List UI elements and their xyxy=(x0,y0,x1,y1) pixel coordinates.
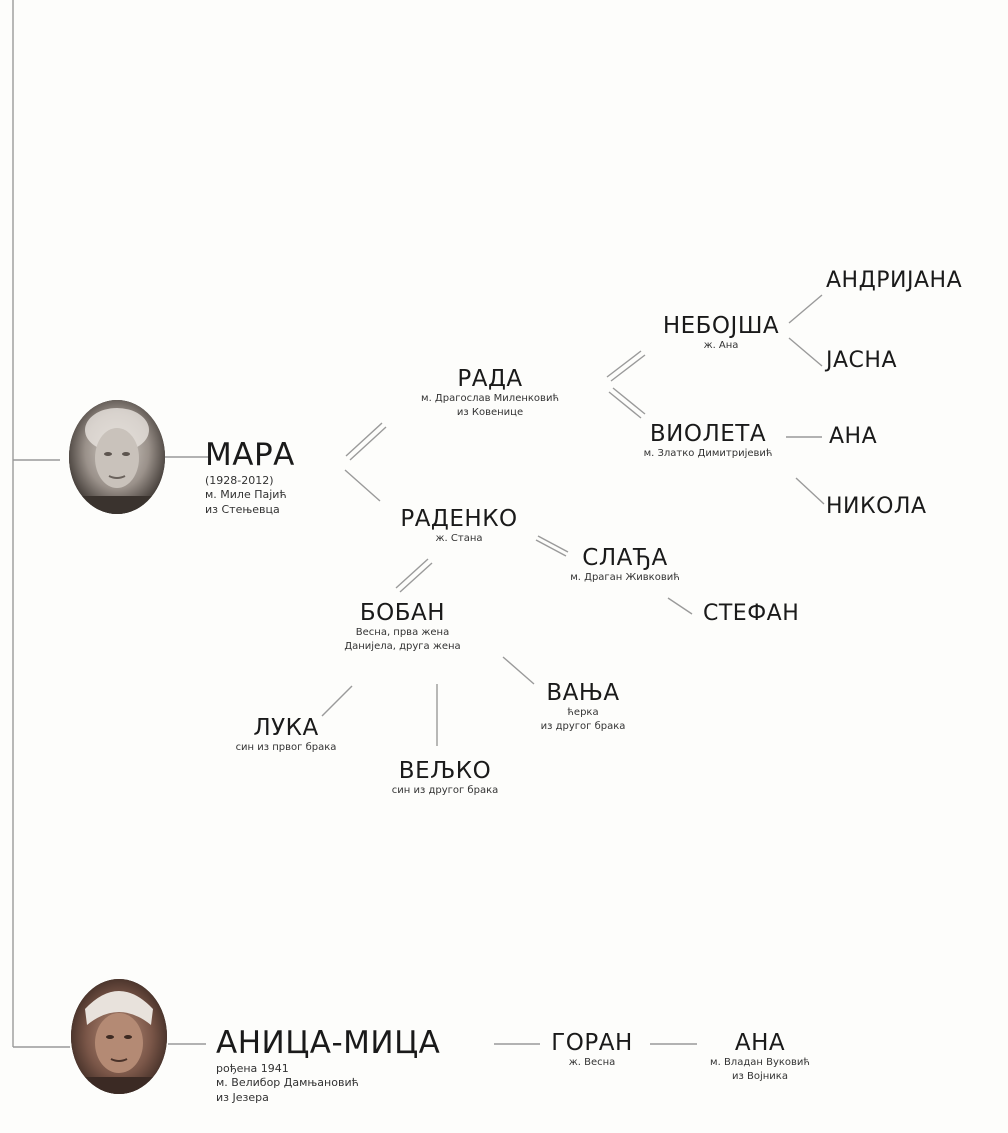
person-ana-1: АНА xyxy=(829,424,877,449)
person-name: ГОРАН xyxy=(551,1030,633,1056)
person-name: ЈАСНА xyxy=(826,348,897,373)
person-detail: м. Миле Пајић xyxy=(205,488,287,502)
person-name: МАРА xyxy=(205,437,295,473)
person-name: АНИЦА-МИЦА xyxy=(216,1025,441,1061)
person-detail: Весна, прва жена xyxy=(355,627,450,639)
person-name: АНА xyxy=(734,1030,786,1056)
person-detail: из другог брака xyxy=(540,720,626,732)
portrait-anica xyxy=(71,979,167,1094)
person-detail: ж. Весна xyxy=(568,1057,616,1069)
person-veljko: ВЕЉКО син из другог брака xyxy=(355,758,535,798)
person-detail: из Језера xyxy=(216,1091,269,1105)
person-detail: ћерка xyxy=(567,707,599,719)
person-name: ВАЊА xyxy=(546,680,620,706)
person-detail: ж. Ана xyxy=(703,340,739,352)
portrait-photo-icon xyxy=(69,400,165,514)
person-name: ЛУКА xyxy=(253,715,319,741)
person-detail: рођена 1941 xyxy=(216,1061,289,1075)
person-slaja: СЛАЂА м. Драган Живковић xyxy=(530,545,720,585)
person-luka: ЛУКА син из првог брака xyxy=(196,715,376,755)
person-violeta: ВИОЛЕТА м. Златко Димитријевић xyxy=(608,421,808,461)
person-detail: Данијела, друга жена xyxy=(344,640,461,652)
person-detail: ж. Стана xyxy=(435,533,483,545)
person-goran: ГОРАН ж. Весна xyxy=(532,1030,652,1070)
person-name: БОБАН xyxy=(359,600,446,626)
person-name: РАДА xyxy=(457,366,523,392)
portrait-photo-icon xyxy=(71,979,167,1094)
person-jasna: ЈАСНА xyxy=(826,348,897,373)
person-stefan: СТЕФАН xyxy=(703,601,799,626)
person-name: НИКОЛА xyxy=(826,494,927,519)
person-radenko: РАДЕНКО ж. Стана xyxy=(384,506,534,546)
person-detail: м. Драган Живковић xyxy=(570,572,680,584)
person-name: ВИОЛЕТА xyxy=(649,421,767,447)
person-name: СЛАЂА xyxy=(582,545,668,571)
person-andrijana: АНДРИЈАНА xyxy=(826,268,962,293)
person-nikola: НИКОЛА xyxy=(826,494,927,519)
person-boban: БОБАН Весна, прва жена Данијела, друга ж… xyxy=(300,600,505,653)
person-name: СТЕФАН xyxy=(703,601,800,626)
person-mara: МАРА (1928-2012) м. Миле Пајић из Стењев… xyxy=(205,437,295,518)
person-detail: м. Владан Вуковић xyxy=(710,1057,810,1069)
person-detail: м. Велибор Дамњановић xyxy=(216,1076,359,1090)
person-name: АНДРИЈАНА xyxy=(826,268,963,293)
person-detail: (1928-2012) xyxy=(205,473,274,487)
person-ana-2: АНА м. Владан Вуковић из Војника xyxy=(670,1030,850,1083)
person-detail: син из првог брака xyxy=(235,742,337,754)
person-name: НЕБОЈША xyxy=(662,313,780,339)
person-detail: из Војника xyxy=(732,1070,788,1082)
person-detail: м. Златко Димитријевић xyxy=(643,448,773,460)
person-nebojsa: НЕБОЈША ж. Ана xyxy=(656,313,786,353)
person-detail: из Ковенице xyxy=(456,406,524,418)
person-name: ВЕЉКО xyxy=(398,758,492,784)
person-detail: из Стењевца xyxy=(205,503,280,517)
person-detail: м. Драгослав Миленковић xyxy=(421,393,559,405)
person-anica: АНИЦА-МИЦА рођена 1941 м. Велибор Дамњан… xyxy=(216,1025,441,1106)
person-name: АНА xyxy=(829,424,878,449)
person-detail: син из другог брака xyxy=(391,785,499,797)
person-rada: РАДА м. Драгослав Миленковић из Ковенице xyxy=(380,366,600,419)
person-vanja: ВАЊА ћерка из другог брака xyxy=(508,680,658,733)
person-name: РАДЕНКО xyxy=(400,506,518,532)
portrait-mara xyxy=(69,400,165,514)
